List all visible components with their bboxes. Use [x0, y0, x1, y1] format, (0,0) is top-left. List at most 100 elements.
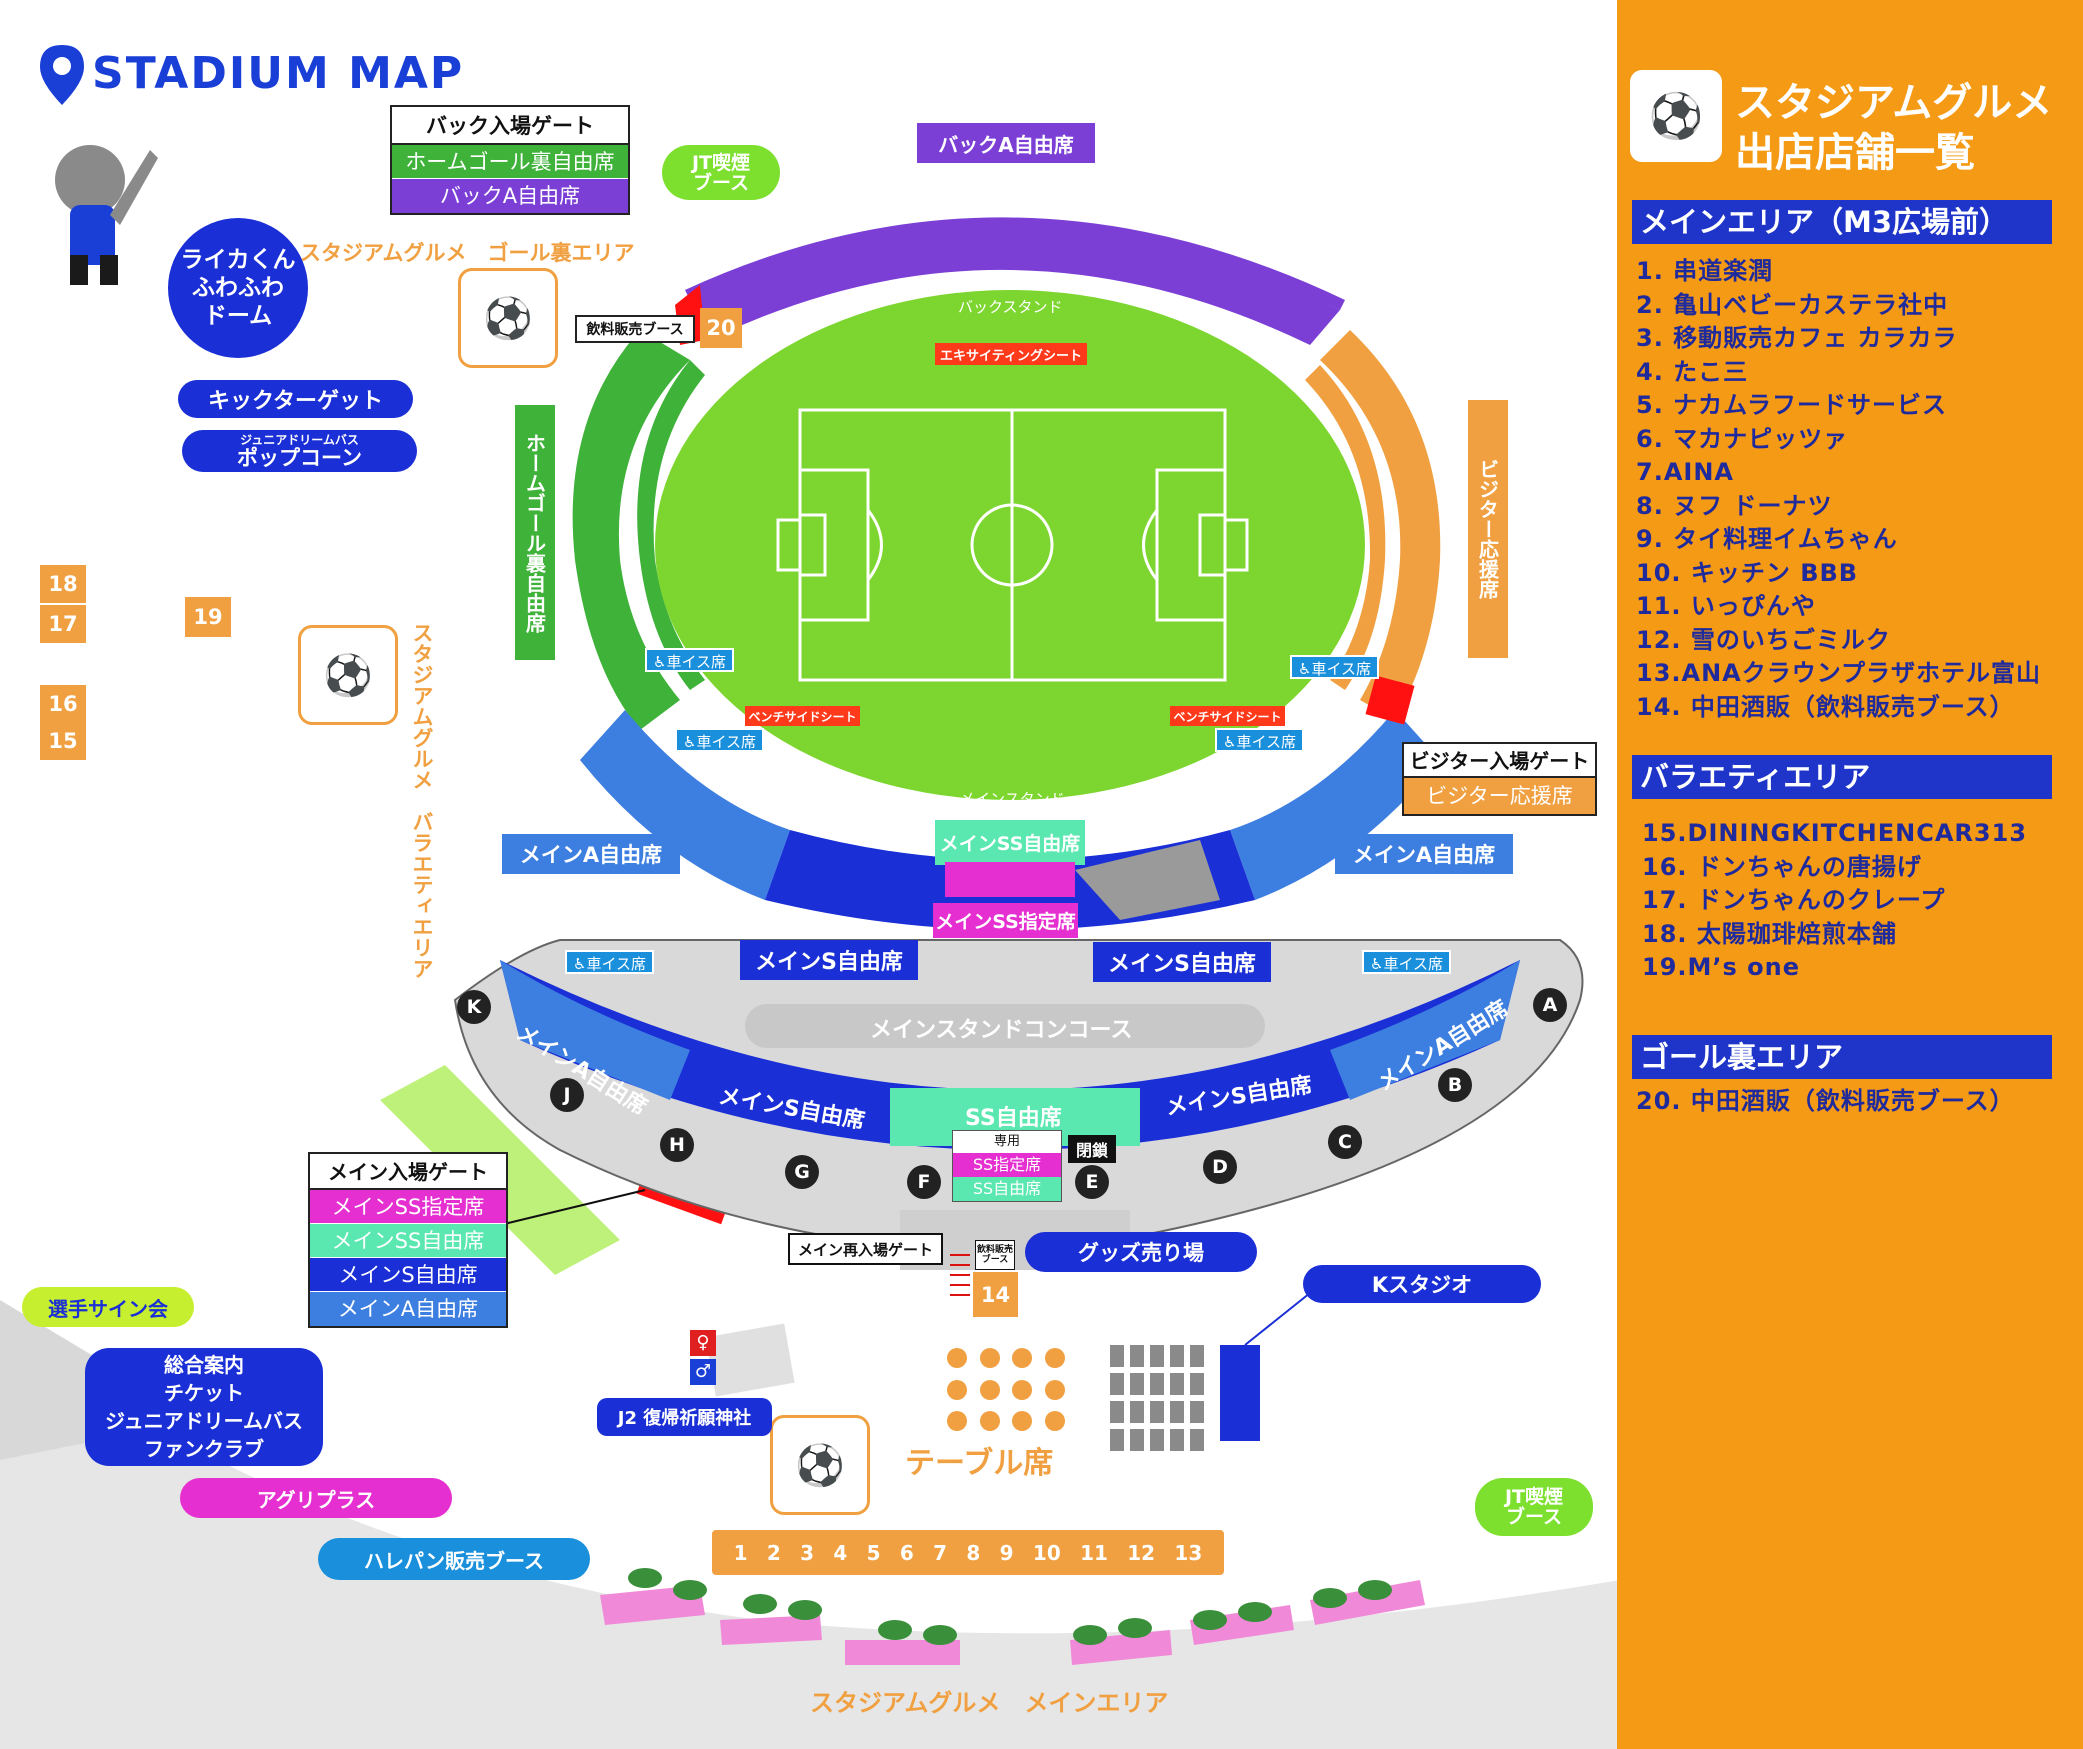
stall-15: 15 — [40, 722, 86, 760]
main-gate-title: メイン入場ゲート — [310, 1154, 506, 1190]
stall-number: 6 — [899, 1540, 914, 1565]
main-s-seat-left[interactable]: メインS自由席 — [740, 940, 918, 980]
main-a-seat-right[interactable]: メインA自由席 — [1335, 834, 1513, 874]
drink-booth-label: 飲料販売ブース — [575, 315, 695, 343]
main-gate-ss-free: メインSS自由席 — [310, 1224, 506, 1258]
visitor-gate[interactable]: ビジター入場ゲート ビジター応援席 — [1402, 742, 1597, 816]
main-area-heading: メインエリア（M3広場前） — [1632, 200, 2052, 244]
jt-smoking-top[interactable]: JT喫煙 ブース — [662, 145, 780, 200]
main-area-list: 1. 串道楽潤 2. 亀山ベビーカステラ社中 3. 移動販売カフェ カラカラ 4… — [1636, 255, 2041, 724]
back-stand-label: バックスタンド — [958, 298, 1063, 316]
pin-icon — [40, 45, 84, 105]
wheelchair-seat-1[interactable]: ♿車イス席 — [645, 648, 735, 672]
k-studio[interactable]: Kスタジオ — [1303, 1265, 1541, 1303]
list-item: 11. いっぴんや — [1636, 592, 1816, 620]
gourmet-logo-goal: ⚽ — [458, 268, 558, 368]
jt-smoking-bottom[interactable]: JT喫煙 ブース — [1475, 1478, 1593, 1536]
stall-14: 14 — [973, 1272, 1018, 1317]
gate-c[interactable]: C — [1328, 1125, 1362, 1159]
bench-side-right[interactable]: ベンチサイドシート — [1170, 706, 1285, 726]
autograph-session[interactable]: 選手サイン会 — [22, 1287, 194, 1327]
panel-title-line1: スタジアムグルメ — [1735, 80, 2053, 126]
raika-dome[interactable]: ライカくん ふわふわ ドーム — [168, 218, 308, 358]
gate-k[interactable]: K — [457, 990, 491, 1024]
gate-d[interactable]: D — [1203, 1150, 1237, 1184]
concourse-wheelchair-right[interactable]: ♿車イス席 — [1362, 950, 1452, 974]
visitor-seat[interactable]: ビジター応援席 — [1468, 400, 1508, 658]
stall-number: 8 — [966, 1540, 981, 1565]
main-gate[interactable]: メイン入場ゲート メインSS指定席 メインSS自由席 メインS自由席 メインA自… — [308, 1152, 508, 1328]
gate-f[interactable]: F — [907, 1165, 941, 1199]
list-item: 2. 亀山ベビーカステラ社中 — [1636, 290, 1949, 319]
gourmet-variety-label: スタジアムグルメ バラエティエリア — [410, 622, 434, 979]
gourmet-goal-label: スタジアムグルメ ゴール裏エリア — [300, 241, 635, 265]
closed-label: 閉鎖 — [1068, 1135, 1116, 1163]
restroom-icon: ♀ ♂ — [690, 1330, 716, 1385]
stall-16: 16 — [40, 685, 86, 723]
gate-j[interactable]: J — [550, 1078, 584, 1112]
bench-side-left[interactable]: ベンチサイドシート — [745, 706, 860, 726]
main-gate-a-free: メインA自由席 — [310, 1292, 506, 1326]
agriplus[interactable]: アグリプラス — [180, 1478, 452, 1518]
list-item: 19.M’s one — [1642, 953, 1801, 981]
gourmet-main-label: スタジアムグルメ メインエリア — [810, 1689, 1169, 1717]
reentry-gate[interactable]: メイン再入場ゲート — [788, 1233, 943, 1265]
stall-number: 10 — [1032, 1540, 1061, 1565]
visitor-gate-title: ビジター入場ゲート — [1404, 744, 1595, 778]
info-center[interactable]: 総合案内 チケット ジュニアドリームバス ファンクラブ — [85, 1348, 323, 1466]
main-stand-label: メインスタンド — [960, 790, 1065, 808]
harepan-booth[interactable]: ハレパン販売ブース — [318, 1538, 590, 1580]
popcorn-booth[interactable]: ジュニアドリームバス ポップコーン — [182, 430, 417, 472]
wheelchair-icon: ♿ — [1223, 733, 1237, 751]
kick-target[interactable]: キックターゲット — [178, 380, 413, 418]
list-item: 14. 中田酒販（飲料販売ブース） — [1636, 692, 2015, 721]
panel-title-line2: 出店店舗一覧 — [1735, 130, 1975, 176]
list-item: 13.ANAクラウンプラザホテル富山 — [1636, 659, 2042, 687]
exclusive-ss-free: SS自由席 — [953, 1177, 1061, 1201]
concourse-wheelchair-left[interactable]: ♿車イス席 — [565, 950, 655, 974]
main-s-seat-right[interactable]: メインS自由席 — [1093, 942, 1271, 982]
variety-area-list: 15.DININGKITCHENCAR313 16. ドンちゃんの唐揚げ 17.… — [1642, 817, 2027, 985]
visitor-gate-row: ビジター応援席 — [1404, 778, 1595, 814]
gate-g[interactable]: G — [785, 1155, 819, 1189]
drink-booth-small: 飲料販売ブース — [975, 1240, 1015, 1270]
popcorn-label: ポップコーン — [237, 445, 362, 470]
back-gate[interactable]: バック入場ゲート ホームゴール裏自由席 バックA自由席 — [390, 105, 630, 215]
list-item: 7.AINA — [1636, 458, 1734, 486]
home-goal-seat[interactable]: ホームゴール裏自由席 — [515, 405, 555, 660]
wheelchair-seat-4[interactable]: ♿車イス席 — [1215, 728, 1305, 752]
list-item: 10. キッチン BBB — [1636, 558, 1859, 587]
wheelchair-icon: ♿ — [1298, 660, 1312, 678]
back-gate-home-goal: ホームゴール裏自由席 — [392, 145, 628, 179]
gate-a[interactable]: A — [1533, 988, 1567, 1022]
goal-area-list: 20. 中田酒販（飲料販売ブース） — [1636, 1085, 2015, 1119]
stall-number: 2 — [766, 1540, 781, 1565]
list-item: 4. たこ三 — [1636, 357, 1749, 386]
gate-h[interactable]: H — [660, 1128, 694, 1162]
gourmet-panel — [1617, 0, 2083, 1749]
gate-b[interactable]: B — [1438, 1068, 1472, 1102]
back-a-seat[interactable]: バックA自由席 — [917, 123, 1095, 163]
goods-shop[interactable]: グッズ売り場 — [1025, 1232, 1257, 1272]
soccer-ball-icon: ⚽ — [323, 652, 373, 699]
wheelchair-icon: ♿ — [683, 733, 697, 751]
stall-20: 20 — [700, 308, 742, 348]
concourse-title: メインスタンドコンコース — [870, 1018, 1133, 1043]
main-ss-free-seat[interactable]: メインSS自由席 — [935, 823, 1085, 861]
main-a-seat-left[interactable]: メインA自由席 — [502, 834, 680, 874]
soccer-ball-icon: ⚽ — [1648, 91, 1704, 142]
list-item: 3. 移動販売カフェ カラカラ — [1636, 324, 1958, 352]
concourse-ss-free: SS自由席 — [965, 1106, 1062, 1131]
list-item: 17. ドンちゃんのクレープ — [1642, 886, 1946, 914]
list-item: 9. タイ料理イムちゃん — [1636, 525, 1898, 553]
list-item: 12. 雪のいちごミルク — [1636, 625, 1891, 654]
list-item: 8. ヌフ ドーナツ — [1636, 491, 1833, 520]
shrine[interactable]: J2 復帰祈願神社 — [597, 1398, 772, 1436]
list-item: 15.DININGKITCHENCAR313 — [1642, 819, 2028, 847]
exciting-seat[interactable]: エキサイティングシート — [935, 343, 1087, 365]
wheelchair-seat-3[interactable]: ♿車イス席 — [1290, 655, 1380, 679]
main-ss-reserved-seat[interactable]: メインSS指定席 — [933, 903, 1078, 938]
gate-e[interactable]: E — [1075, 1165, 1109, 1199]
wheelchair-seat-2[interactable]: ♿車イス席 — [675, 728, 765, 752]
gourmet-logo-variety: ⚽ — [298, 625, 398, 725]
